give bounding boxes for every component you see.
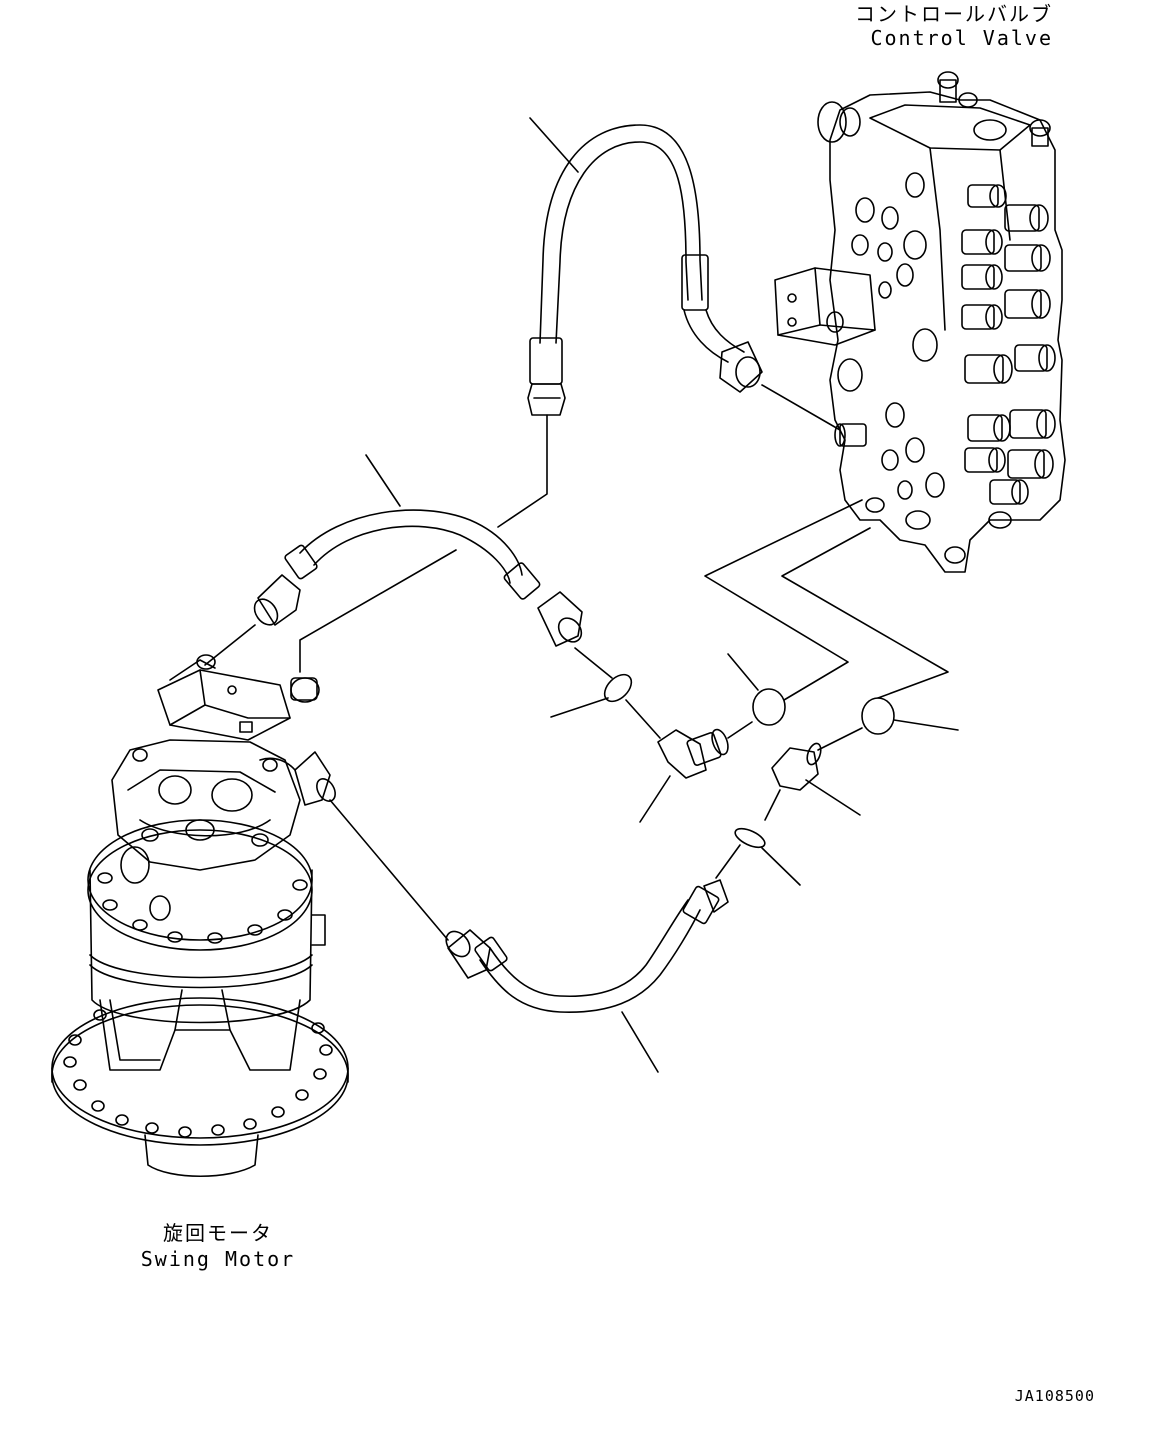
fittings xyxy=(551,500,958,885)
control-valve-label-jp: コントロールバルブ xyxy=(855,2,1053,26)
spool-caps xyxy=(962,185,1055,504)
control-valve-label-en: Control Valve xyxy=(870,26,1053,50)
upper-hose xyxy=(498,118,840,527)
lower-hose xyxy=(330,800,728,1072)
swing-motor-label-en: Swing Motor xyxy=(140,1247,296,1271)
drawing-code: JA108500 xyxy=(1014,1387,1095,1405)
swing-motor xyxy=(52,655,348,1176)
swing-motor-label-jp: 旋回モータ xyxy=(163,1221,273,1245)
middle-hose xyxy=(205,455,586,672)
flange-bolts xyxy=(64,1010,332,1137)
control-valve xyxy=(775,72,1065,572)
